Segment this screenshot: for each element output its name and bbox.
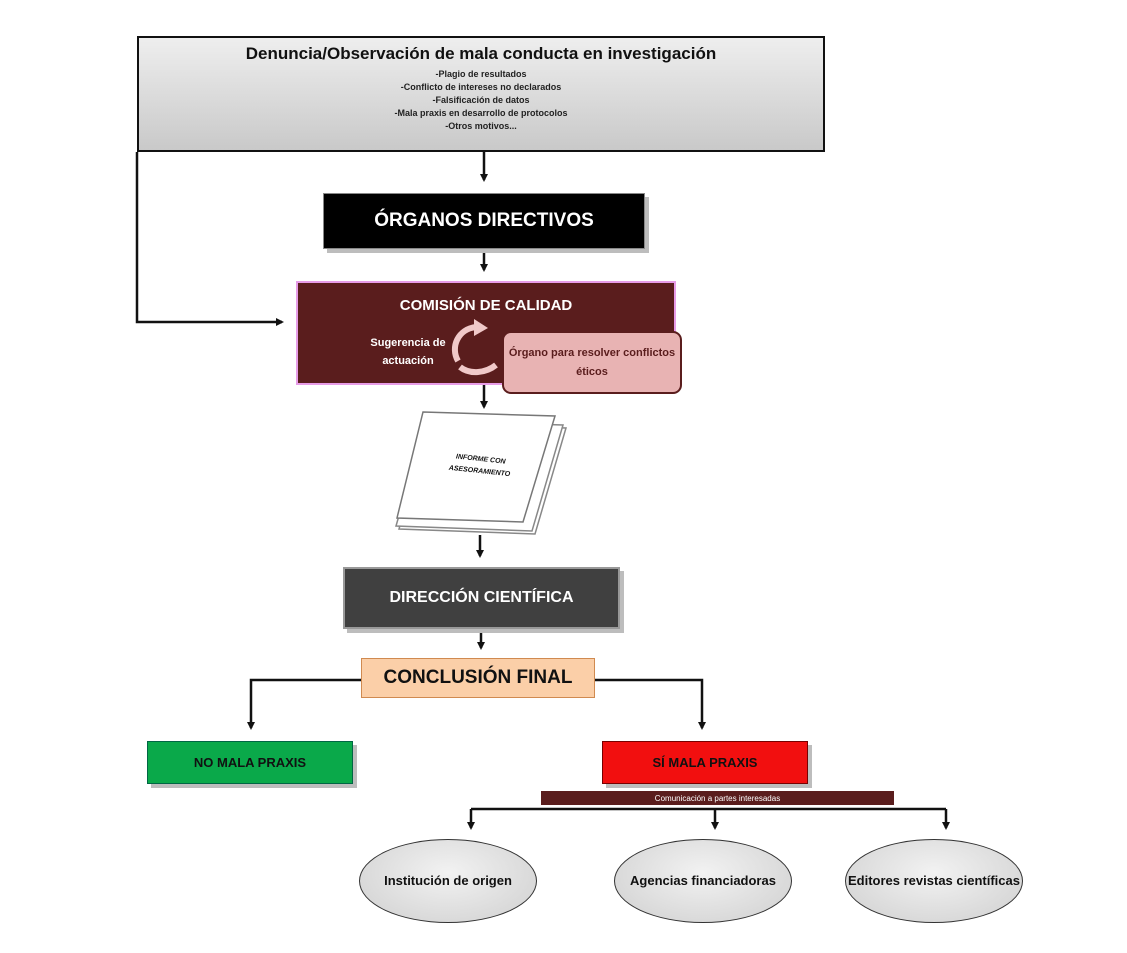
cycle-arrow-icon (451, 319, 498, 375)
report-title: Denuncia/Observación de mala conducta en… (245, 44, 717, 63)
conclusion-final-box: CONCLUSIÓN FINAL (361, 658, 595, 698)
report-reasons: -Plagio de resultados -Conflicto de inte… (139, 68, 823, 133)
destinatario-institucion: Institución de origen (359, 839, 537, 923)
arrow-conclusion-to-si (595, 678, 706, 730)
arrow-conclusion-to-no (247, 678, 361, 730)
organo-etico-box: Órgano para resolver conflictos éticos (502, 331, 682, 394)
reason-item: -Plagio de resultados (435, 69, 527, 79)
reason-item: -Falsificación de datos (432, 95, 530, 105)
organos-directivos-box: ÓRGANOS DIRECTIVOS (323, 193, 645, 249)
destinatario-editores: Editores revistas científicas (845, 839, 1023, 923)
sugerencia-label: Sugerencia de actuación (370, 337, 446, 367)
arrow-top-bypass-to-comision (135, 152, 284, 326)
comision-title: COMISIÓN DE CALIDAD (399, 297, 573, 314)
no-mala-praxis-box: NO MALA PRAXIS (147, 741, 353, 784)
report-box: Denuncia/Observación de mala conducta en… (137, 36, 825, 152)
reason-item: -Otros motivos... (445, 121, 517, 131)
document-stack-icon (395, 411, 567, 535)
si-mala-praxis-box: SÍ MALA PRAXIS (602, 741, 808, 784)
reason-item: -Conflicto de intereses no declarados (400, 82, 562, 92)
destinatario-agencias: Agencias financiadoras (614, 839, 792, 923)
direccion-cientifica-box: DIRECCIÓN CIENTÍFICA (343, 567, 620, 629)
comunicacion-bar: Comunicación a partes interesadas (541, 791, 894, 805)
reason-item: -Mala praxis en desarrollo de protocolos (394, 108, 568, 118)
